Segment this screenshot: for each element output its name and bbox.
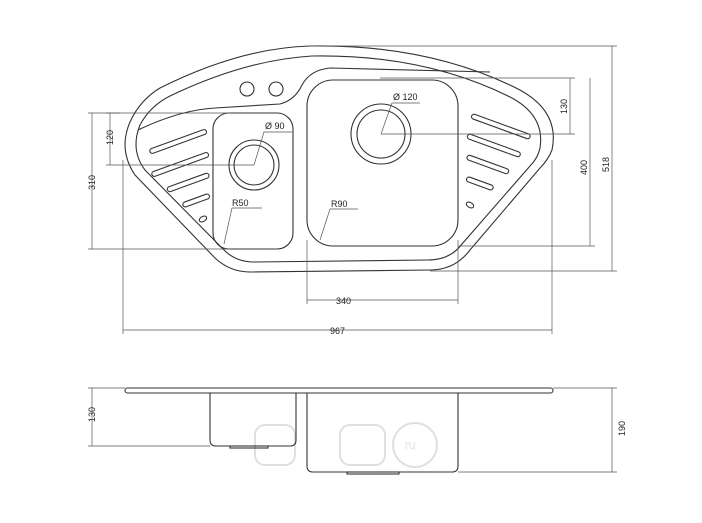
top-plate (124, 387, 554, 394)
small-drain-label: Ø 90 (265, 121, 285, 131)
watermark-logo: ru (254, 422, 438, 468)
dim-130: 130 (559, 99, 569, 114)
dim-120: 120 (105, 130, 115, 145)
right-grooves (465, 113, 531, 209)
dim-400: 400 (579, 160, 589, 175)
watermark-text: ru (405, 438, 416, 452)
small-bowl-side (209, 393, 297, 447)
tap-hole (268, 81, 284, 97)
small-bowl (212, 112, 294, 250)
side-view: 130 190 ru (87, 387, 627, 475)
dim-518: 518 (601, 157, 611, 172)
dim-340: 340 (336, 296, 351, 306)
drainboard-edge (137, 67, 491, 131)
top-view: Ø 90 Ø 120 R50 R90 340 967 310 120 130 4… (87, 45, 617, 336)
big-bowl (306, 79, 459, 247)
inner-outline (135, 55, 542, 263)
dimension-lines (88, 45, 617, 334)
side-dimension-lines (88, 387, 617, 473)
dim-130-side: 130 (87, 407, 97, 422)
big-drain-label: Ø 120 (393, 92, 418, 102)
tap-hole (239, 81, 255, 97)
dim-967: 967 (330, 326, 345, 336)
big-radius-label: R90 (331, 199, 348, 209)
small-radius-label: R50 (232, 198, 249, 208)
left-grooves (149, 129, 211, 223)
dim-310: 310 (87, 175, 97, 190)
dim-190-side: 190 (617, 421, 627, 436)
